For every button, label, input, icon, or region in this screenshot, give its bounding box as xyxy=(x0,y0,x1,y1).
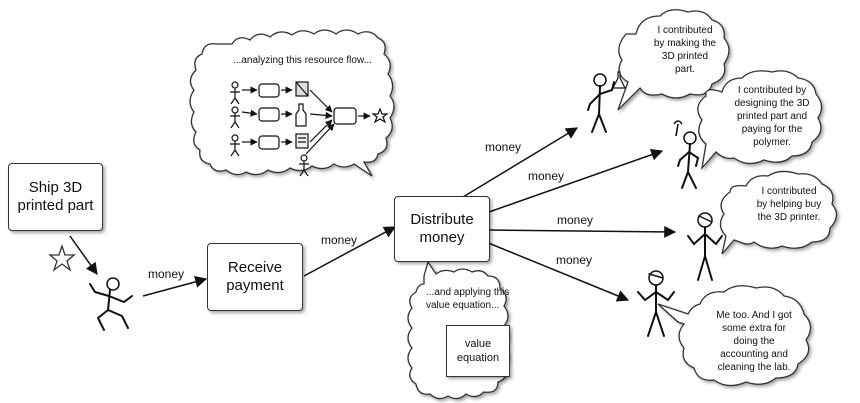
printer-icon xyxy=(295,133,309,149)
speech-cloud-1 xyxy=(617,9,730,111)
stick-figure-icon xyxy=(677,131,700,189)
speech-cloud-3 xyxy=(719,170,838,255)
analyzing-text: ...analyzing this resource flow... xyxy=(233,55,372,66)
stick-figure-icon xyxy=(89,277,133,331)
money-label: money xyxy=(557,213,594,227)
mini-resource-flow xyxy=(230,81,389,177)
money-label: money xyxy=(485,140,522,154)
money-label: money xyxy=(556,253,593,267)
arrow-distribute-to-person-1 xyxy=(462,127,579,198)
arrow-distribute-to-person-2 xyxy=(488,148,664,213)
speech-text-3: I contributed by helping buy the 3D prin… xyxy=(756,186,822,223)
star-icon xyxy=(48,243,76,272)
speech-text-1: I contributed by making the 3D printed p… xyxy=(653,25,717,75)
stick-figure-icon xyxy=(587,73,615,133)
stick-figure-icon xyxy=(637,270,675,337)
speech-cloud-4 xyxy=(657,285,812,387)
thought-cloud-analyzing xyxy=(189,29,395,177)
wrench-icon xyxy=(673,120,683,137)
applying-text: ...and applying this value equation... xyxy=(426,287,510,311)
flask-icon xyxy=(612,71,626,89)
bottle-icon xyxy=(295,103,307,127)
stick-figure-icon xyxy=(687,212,723,281)
money-label: money xyxy=(148,267,185,281)
ship-3d-printed-part-box: Ship 3D printed part xyxy=(8,163,103,231)
money-label: money xyxy=(321,233,358,247)
distribute-money-box: Distribute money xyxy=(394,196,490,262)
arrow-ship-to-person xyxy=(69,235,98,275)
printer-icon xyxy=(295,81,309,97)
arrow-receive-to-distribute xyxy=(303,226,397,277)
money-label: money xyxy=(528,169,565,183)
value-equation-note: value equation xyxy=(446,325,510,377)
speech-text-4: Me too. And I got some extra for doing t… xyxy=(716,310,792,373)
arrow-distribute-to-person-3 xyxy=(489,225,677,238)
speech-cloud-2 xyxy=(697,70,823,171)
speech-text-2: I contributed by designing the 3D printe… xyxy=(734,85,810,148)
star-icon xyxy=(371,107,389,124)
arrow-person-to-receive xyxy=(142,276,208,297)
receive-payment-box: Receive payment xyxy=(207,243,303,311)
arrow-distribute-to-person-4 xyxy=(485,241,630,302)
stick-figure-icon xyxy=(230,81,309,177)
